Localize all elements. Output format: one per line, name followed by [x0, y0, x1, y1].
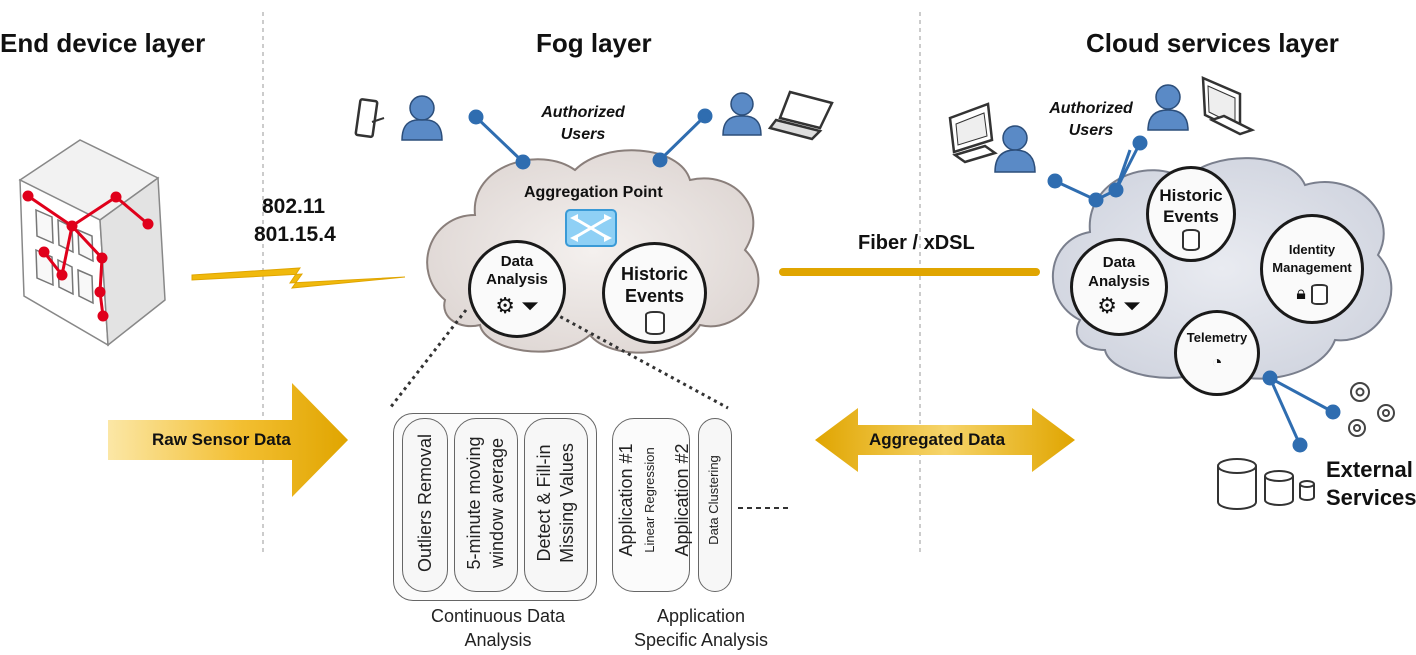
linear-regression-text: Linear Regression [642, 447, 657, 553]
aggregated-data-arrow [815, 408, 1075, 472]
protocol-80215: 801.15.4 [254, 223, 336, 246]
phone-icon [354, 98, 385, 139]
cloud-historic-events-node: Historic Events [1146, 166, 1236, 262]
detect-fill-text-2: Missing Values [557, 443, 577, 563]
building-icon [18, 139, 166, 347]
raw-data-arrow [108, 383, 348, 497]
identity-management-node: Identity Management 🔒︎ [1260, 214, 1364, 324]
continuous-item-moving-average [454, 418, 518, 592]
application-item-clustering [698, 418, 732, 592]
cloud-data-analysis-node: Data Analysis ⚙ ⏷ [1070, 238, 1168, 336]
wireless-bolt-icon [191, 267, 406, 289]
fog-data-analysis-node: Data Analysis ⚙ ⏷ [468, 240, 566, 338]
user-icon [722, 92, 762, 136]
fiber-xdsl-label: Fiber / xDSL [858, 232, 975, 254]
application-2-text: Application #2 [672, 443, 692, 557]
application-1-text: Application #1 [616, 443, 636, 557]
external-services-label: External Services [1326, 457, 1416, 510]
application-group [612, 418, 690, 592]
filter-icon: ⏷ [1123, 293, 1141, 318]
raw-sensor-data-label: Raw Sensor Data [152, 430, 291, 449]
telemetry-node: Telemetry ◔ [1174, 310, 1260, 396]
application-caption: Application Specific Analysis [633, 606, 769, 650]
gauge-icon: ◔ [1211, 352, 1223, 372]
gear-icon: ⚙ [495, 293, 515, 318]
database-icon [1217, 458, 1315, 510]
laptop-icon [767, 90, 834, 141]
database-icon [644, 311, 665, 335]
continuous-item-outliers [402, 418, 448, 592]
protocol-80211: 802.11 [262, 195, 326, 218]
lock-icon: 🔒︎ [1296, 283, 1306, 303]
database-icon [1182, 229, 1200, 251]
fog-cloud [426, 149, 760, 354]
monitor-icon [1201, 76, 1256, 136]
fog-authorized-users: Authorized Users [541, 104, 625, 143]
filter-icon: ⏷ [521, 293, 539, 318]
user-icon [401, 95, 443, 141]
data-clustering-text: Data Clustering [706, 455, 721, 545]
outliers-removal-text: Outliers Removal [415, 433, 435, 573]
detect-fill-text-1: Detect & Fill-in [534, 444, 554, 562]
aggregation-point-label: Aggregation Point [524, 184, 663, 201]
moving-window-text-2: window average [487, 437, 507, 569]
continuous-item-fill-missing [524, 418, 588, 592]
moving-window-text-1: 5-minute moving [464, 436, 484, 570]
gear-icon [1348, 382, 1395, 437]
user-icon [994, 125, 1036, 173]
end-device-layer-title: End device layer [0, 28, 206, 58]
continuous-caption: Continuous Data Analysis [430, 606, 566, 650]
user-icon [1147, 84, 1189, 131]
cloud-authorized-users: Authorized Users [1049, 100, 1133, 139]
monitor-icon [948, 102, 998, 164]
database-icon [1310, 283, 1328, 305]
switch-icon [565, 209, 617, 247]
fog-historic-events-node: Historic Events [602, 242, 707, 344]
aggregated-data-label: Aggregated Data [869, 430, 1006, 449]
gear-icon: ⚙ [1097, 293, 1117, 318]
cloud-layer-title: Cloud services layer [1086, 28, 1339, 58]
fog-layer-title: Fog layer [536, 28, 652, 58]
